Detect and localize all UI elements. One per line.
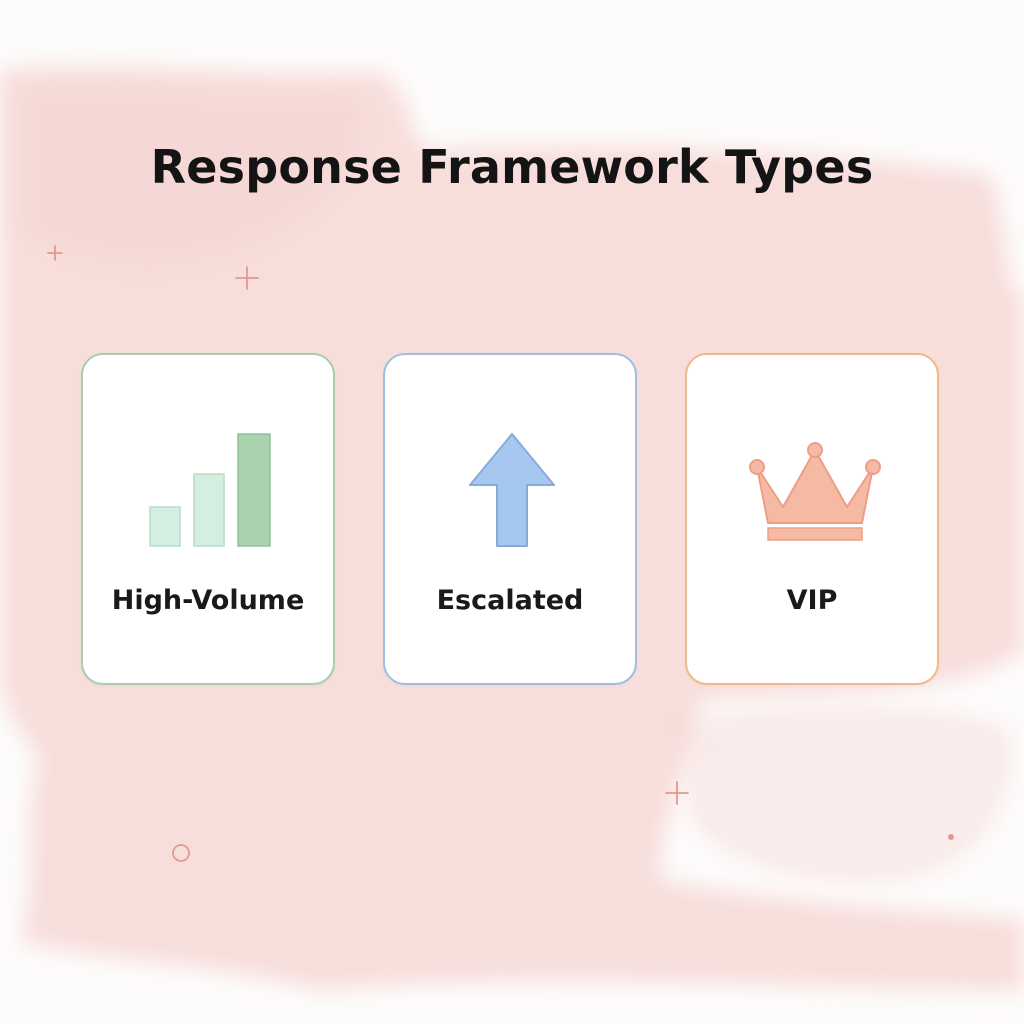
up-arrow-icon [469,433,555,547]
card-high-volume: High-Volume [81,353,335,685]
bar-chart-icon [149,433,271,547]
page-title: Response Framework Types [150,140,874,194]
card-label: High-Volume [111,585,305,616]
card-escalated: Escalated [383,353,637,685]
card-vip: VIP [685,353,939,685]
crown-icon [749,442,881,541]
card-label: Escalated [436,585,584,616]
card-label: VIP [786,585,838,616]
